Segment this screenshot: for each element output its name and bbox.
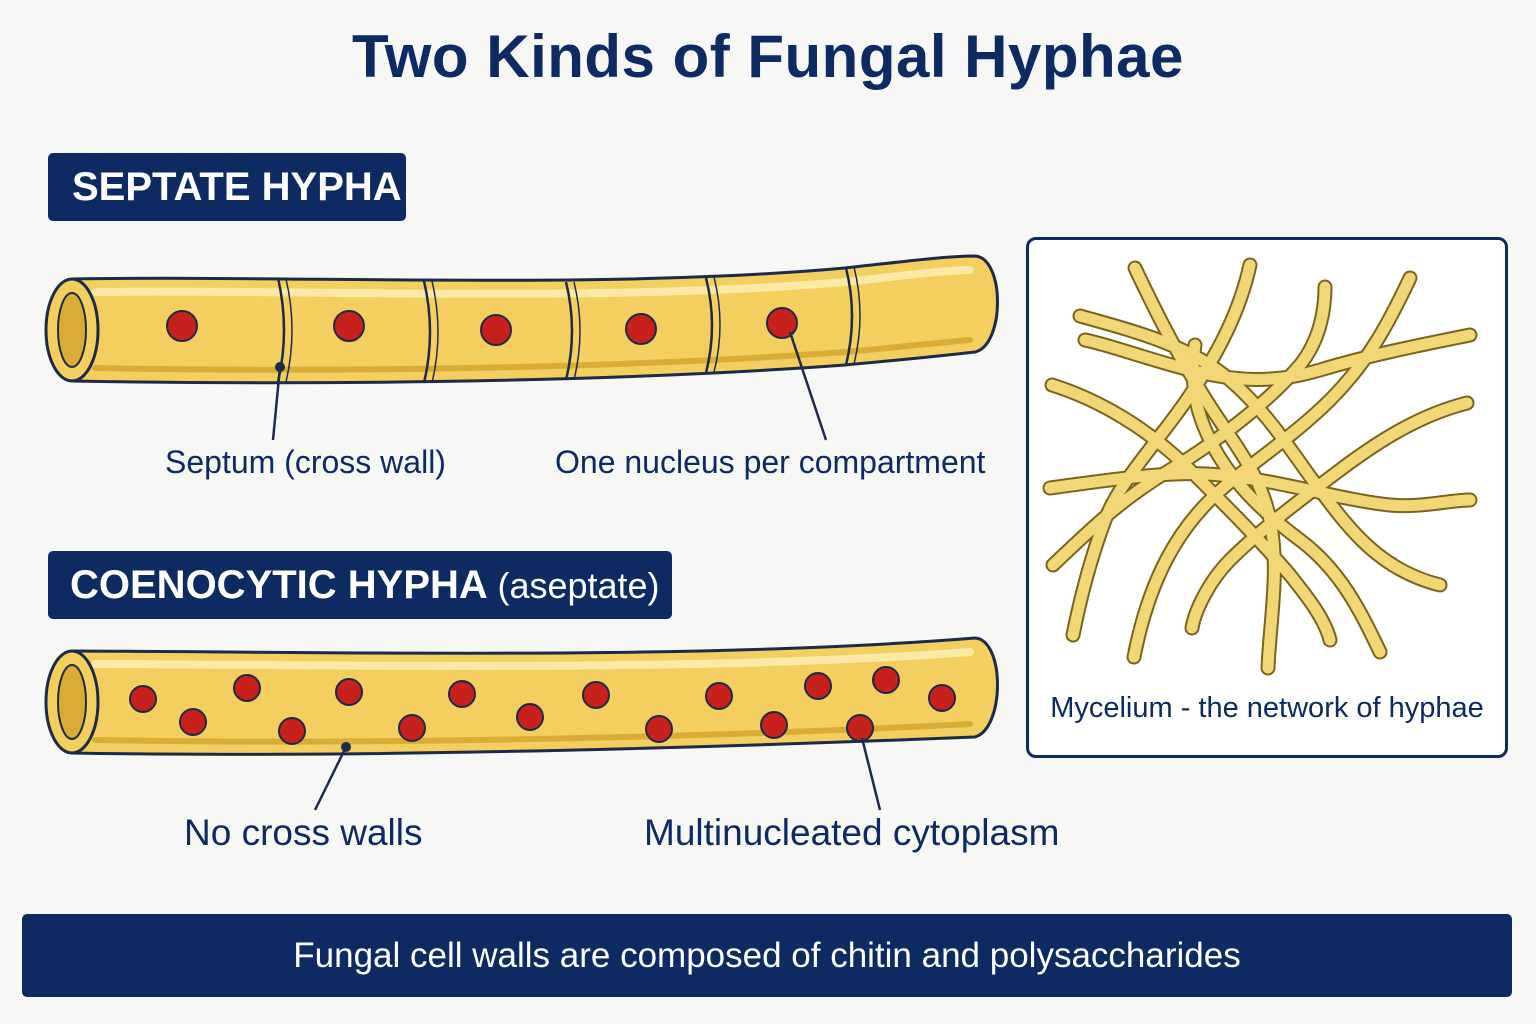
septate-heading-tag: SEPTATE HYPHA xyxy=(48,153,406,221)
coenocytic-nucleus xyxy=(872,666,900,694)
septate-tube-highlight xyxy=(91,266,974,298)
septum-wall-4 xyxy=(704,277,714,374)
mycelium-network xyxy=(1042,257,1478,676)
nucleus-leader-line xyxy=(788,331,828,441)
mycelium-hypha-strand xyxy=(1074,310,1446,591)
septum-wall-4-inner xyxy=(713,276,721,373)
mycelium-hypha-strand xyxy=(1044,468,1476,512)
coenocytic-nucleus xyxy=(804,672,832,700)
septate-nucleus xyxy=(766,307,798,339)
septate-hypha xyxy=(44,254,999,441)
septate-nucleus xyxy=(166,310,198,342)
coenocytic-heading-tag: COENOCYTIC HYPHA (aseptate) xyxy=(48,551,672,619)
coenocytic-heading: COENOCYTIC HYPHA xyxy=(70,563,487,607)
septum-wall-5 xyxy=(844,267,854,366)
coenocytic-nucleus xyxy=(516,703,544,731)
multinucleated-label: Multinucleated cytoplasm xyxy=(644,812,1060,853)
coenocytic-tube-highlight xyxy=(91,648,974,670)
page-title: Two Kinds of Fungal Hyphae xyxy=(352,23,1184,90)
septate-nucleus xyxy=(625,313,657,345)
coenocytic-nucleus xyxy=(645,715,673,743)
coenocytic-nucleus xyxy=(398,714,426,742)
mycelium-hypha-strand xyxy=(1046,379,1336,646)
coenocytic-nucleus xyxy=(335,678,363,706)
coenocytic-nucleus xyxy=(582,681,610,709)
septum-label: Septum (cross wall) xyxy=(165,444,446,480)
septum-wall-3-inner xyxy=(573,281,581,381)
mycelium-hypha-strand xyxy=(1187,339,1386,658)
coenocytic-nucleus xyxy=(129,685,157,713)
no-cross-walls-label: No cross walls xyxy=(184,812,423,853)
coenocytic-nucleus xyxy=(928,684,956,712)
septum-wall-5-inner xyxy=(853,266,861,365)
septate-tube-lumen xyxy=(57,292,87,368)
multinucleated-leader-line xyxy=(860,737,882,811)
coenocytic-nucleus xyxy=(233,674,261,702)
septate-heading: SEPTATE HYPHA xyxy=(72,165,402,209)
nowalls-leader-line xyxy=(313,746,348,811)
mycelium-hypha-strand xyxy=(1047,281,1331,571)
mycelium-hypha-strand xyxy=(1186,397,1473,634)
mycelium-caption: Mycelium - the network of hyphae xyxy=(1050,692,1484,724)
footer-banner: Fungal cell walls are composed of chitin… xyxy=(22,914,1512,997)
coenocytic-tube-lumen xyxy=(57,664,87,740)
septum-leader-line xyxy=(271,366,282,441)
mycelium-hypha-strand xyxy=(1128,272,1416,663)
coenocytic-hypha xyxy=(44,636,999,811)
septum-wall-3 xyxy=(564,281,574,381)
mycelium-hypha-strand xyxy=(1079,329,1476,385)
septum-wall-2 xyxy=(422,280,432,384)
septate-tube-shade xyxy=(92,337,973,373)
coenocytic-heading-qualifier: (aseptate) xyxy=(497,565,660,606)
mycelium-hypha-strand xyxy=(1129,262,1280,674)
mycelium-hypha-strand xyxy=(1067,259,1256,641)
nucleus-label: One nucleus per compartment xyxy=(555,444,986,480)
septum-wall-2-inner xyxy=(431,280,439,384)
septum-wall-1-inner xyxy=(285,278,293,383)
coenocytic-nucleus xyxy=(705,682,733,710)
coenocytic-nucleus xyxy=(846,714,874,742)
footer-text: Fungal cell walls are composed of chitin… xyxy=(293,936,1241,975)
coenocytic-nucleus xyxy=(448,680,476,708)
septate-nucleus xyxy=(480,314,512,346)
coenocytic-nucleus xyxy=(278,717,306,745)
coenocytic-nucleus xyxy=(760,711,788,739)
septate-nucleus xyxy=(333,310,365,342)
coenocytic-nucleus xyxy=(179,708,207,736)
